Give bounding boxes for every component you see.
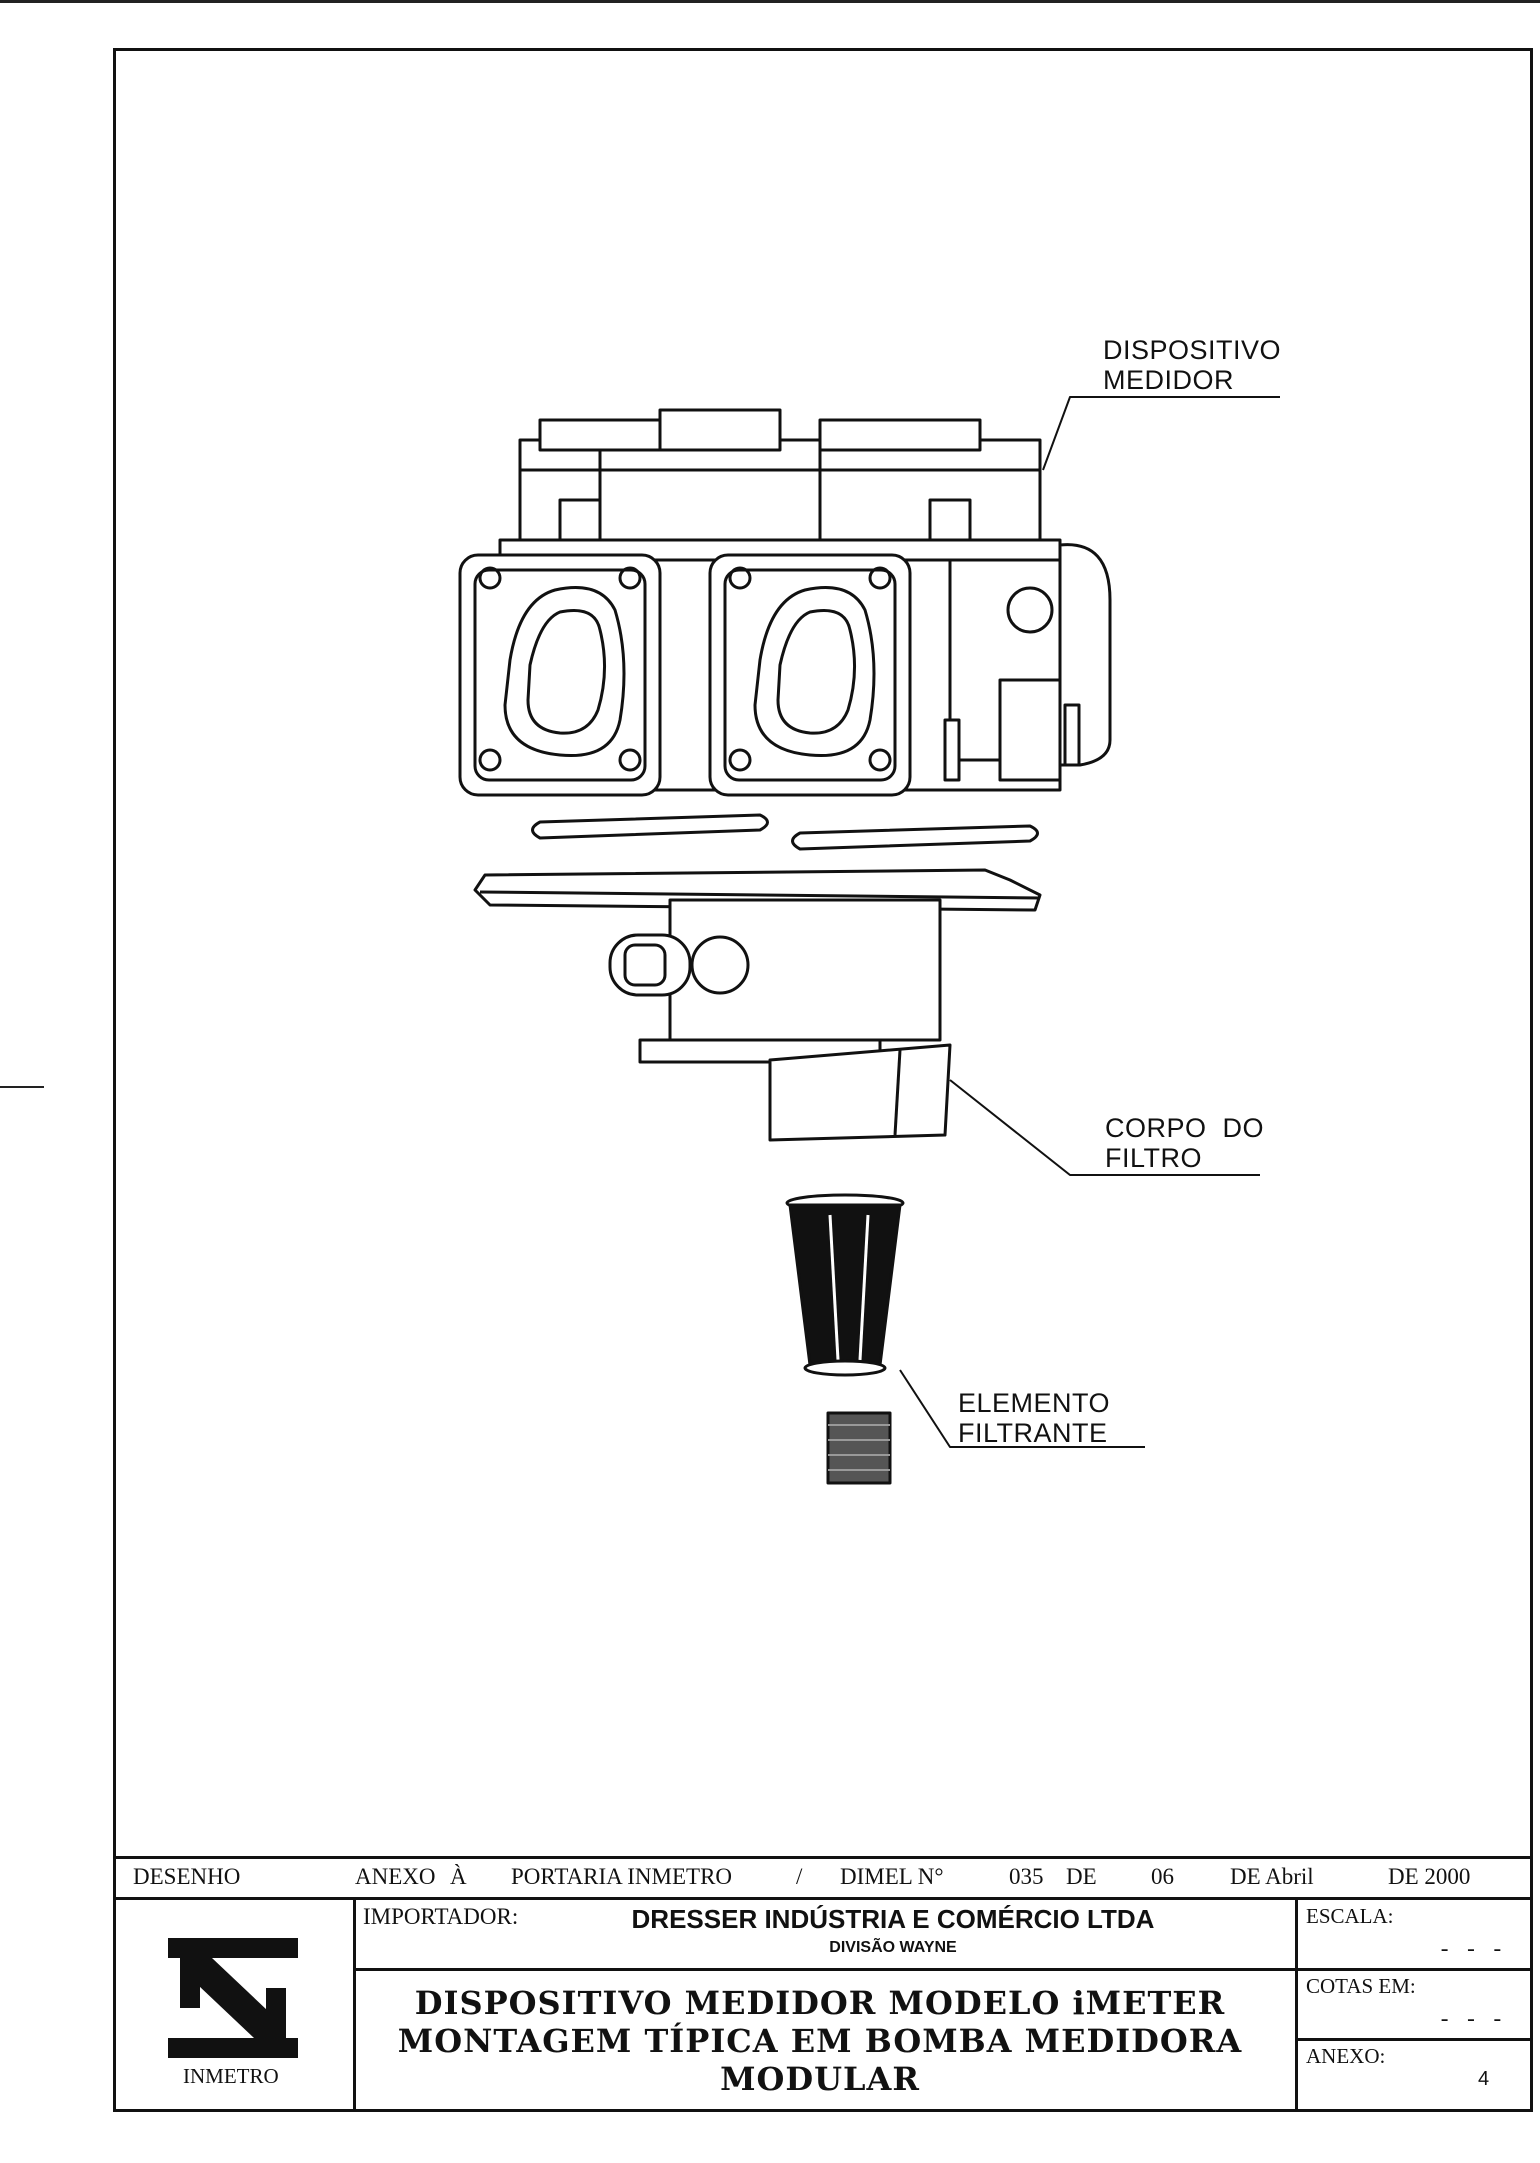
callout-meter-line2: MEDIDOR <box>1103 365 1234 395</box>
threaded-nipple <box>826 1411 892 1485</box>
filter-element <box>785 1193 905 1377</box>
callout-filter-element-line1: ELEMENTO <box>958 1388 1111 1418</box>
desenho-label: DESENHO <box>133 1864 241 1889</box>
escala-separator <box>1295 1968 1533 1971</box>
gaskets <box>531 813 1039 851</box>
portaria-number: 035 <box>1009 1864 1044 1889</box>
dimel-label: DIMEL N° <box>840 1864 944 1889</box>
drawing-frame <box>113 48 1533 2112</box>
importer-label: IMPORTADOR: <box>363 1904 519 1929</box>
cotas-label: COTAS EM: <box>1306 1974 1416 1998</box>
callout-filter-body-line2: FILTRO <box>1105 1143 1202 1173</box>
anexo-label: ANEXO: <box>1306 2044 1386 2068</box>
drawing-title-line2: MONTAGEM TÍPICA EM BOMBA MEDIDORA <box>397 2022 1243 2060</box>
filter-body <box>608 898 952 1142</box>
meter-device <box>458 408 1112 797</box>
portaria-text: PORTARIA INMETRO <box>511 1864 733 1889</box>
top-border-line <box>0 0 1540 3</box>
escala-label: ESCALA: <box>1306 1904 1394 1928</box>
month-value: DE Abril <box>1230 1864 1314 1889</box>
importer-division: DIVISÃO WAYNE <box>829 1939 957 1956</box>
callout-meter-line1: DISPOSITIVO <box>1103 335 1282 365</box>
slash: / <box>796 1864 803 1889</box>
fold-mark <box>0 1086 44 1088</box>
title-block-header-row <box>113 1856 1533 1900</box>
drawing-title-line3: MODULAR <box>720 2060 920 2098</box>
inmetro-logo-icon <box>168 1938 298 2058</box>
leader-lines <box>899 396 1280 1448</box>
escala-value: - - - <box>1438 1938 1505 1963</box>
callout-filter-body: CORPO DO FILTRO <box>1105 1113 1264 1173</box>
anexo-value: 4 <box>1478 2068 1490 2090</box>
importer-name: DRESSER INDÚSTRIA E COMÉRCIO LTDA <box>631 1904 1155 1934</box>
de-label: DE <box>1066 1864 1097 1889</box>
callout-filter-element-line2: FILTRANTE <box>958 1418 1108 1448</box>
title-block: DESENHO ANEXO À PORTARIA INMETRO / DIMEL… <box>113 1856 1533 2112</box>
logo-separator <box>353 1897 356 2112</box>
cotas-value: - - - <box>1438 2008 1505 2033</box>
anexo-ref: ANEXO <box>355 1864 436 1889</box>
callout-filter-body-line1: CORPO DO <box>1105 1113 1265 1143</box>
importer-separator <box>353 1968 1295 1971</box>
callout-filter-element: ELEMENTO FILTRANTE <box>958 1388 1110 1448</box>
right-column-separator <box>1295 1897 1298 2112</box>
a-word: À <box>450 1864 467 1889</box>
logo-caption: INMETRO <box>183 2064 279 2088</box>
day-value: 06 <box>1151 1864 1174 1889</box>
year-value: DE 2000 <box>1388 1864 1471 1889</box>
drawing-title-line1: DISPOSITIVO MEDIDOR MODELO iMETER <box>414 1984 1226 2022</box>
callout-meter: DISPOSITIVO MEDIDOR <box>1103 335 1281 395</box>
cotas-separator <box>1295 2038 1533 2041</box>
